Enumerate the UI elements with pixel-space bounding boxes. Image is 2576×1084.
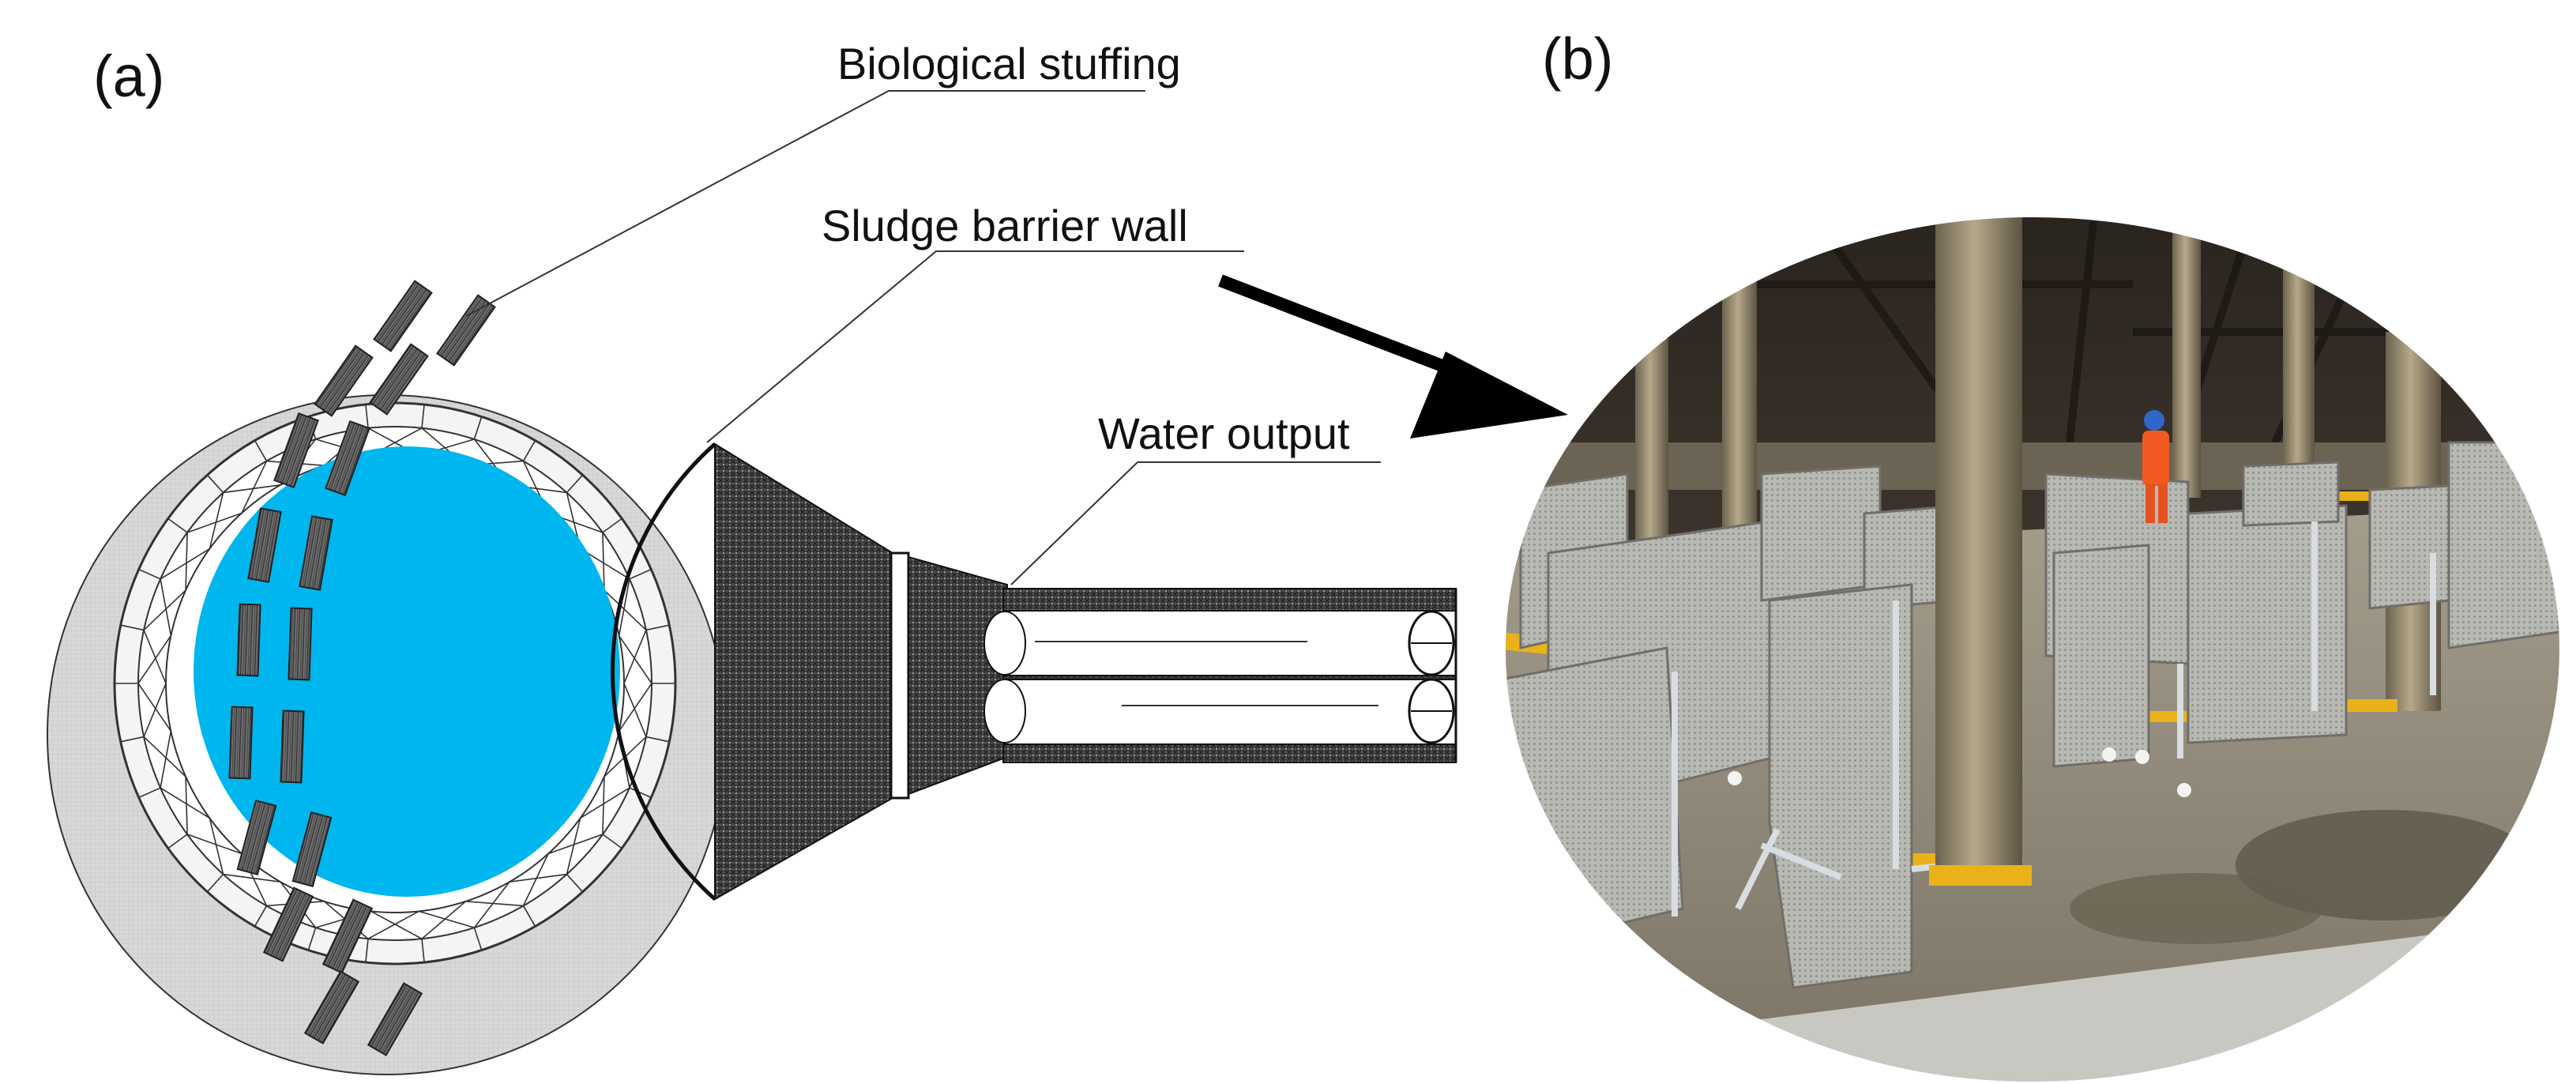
worker: [2142, 410, 2169, 523]
stuffing-block: [236, 603, 261, 677]
stuffing-block: [373, 280, 433, 352]
stuffing-block: [228, 706, 254, 780]
stuffing-block: [236, 799, 277, 876]
water-output-pipe: [983, 588, 1457, 763]
stuffing-block: [288, 607, 313, 681]
outlet-gate: [889, 551, 910, 800]
stuffing-block: [436, 294, 496, 367]
panel-b-photo: (b): [1504, 26, 2561, 1083]
sludge-barrier-wall: [611, 442, 716, 901]
outlet-neck: [908, 555, 1008, 796]
label-water-output: Water output: [1098, 408, 1350, 458]
label-sludge-barrier-wall: Sludge barrier wall: [822, 201, 1188, 250]
stuffing-block: [299, 515, 333, 591]
water-body: [194, 446, 620, 897]
panel-b-label: (b): [1542, 26, 1613, 92]
pointer-arrow: [1218, 274, 1568, 438]
stuffing-block: [325, 420, 370, 497]
stuffing-block: [291, 811, 333, 888]
label-biological-stuffing: Biological stuffing: [837, 39, 1181, 88]
stuffing-block: [367, 982, 423, 1056]
filter-modules: [1505, 441, 2560, 989]
stuffing-block: [303, 970, 360, 1044]
panel-a-label: (a): [93, 43, 164, 109]
panel-a-diagram: (a) Biological stuffing Sludge barrier w…: [47, 39, 1568, 1075]
stuffing-block: [314, 344, 374, 417]
stuffing-block: [322, 898, 374, 974]
stuffing-block: [369, 343, 429, 416]
stuffing-block: [273, 412, 319, 489]
photo-frame: [1504, 216, 2561, 1083]
stuffing-block: [262, 886, 314, 962]
stuffing-block: [247, 507, 282, 583]
outlet-funnel: [714, 442, 893, 901]
central-pillar: [1935, 216, 2022, 877]
stuffing-block: [280, 709, 305, 784]
leader-lines: [465, 90, 1381, 585]
biological-stuffing-modules: [228, 280, 496, 1056]
